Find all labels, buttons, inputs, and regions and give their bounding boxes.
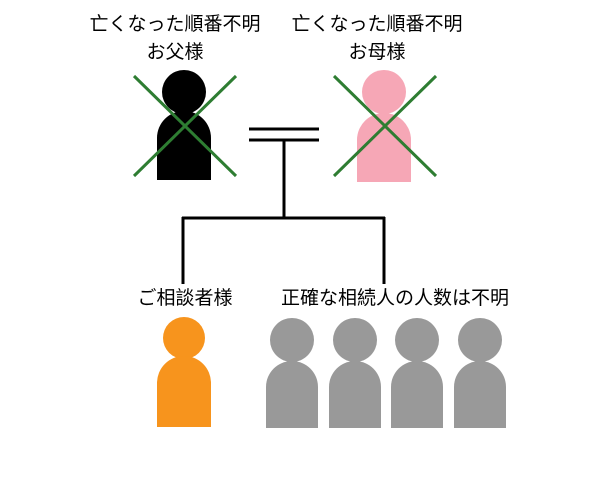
client-person-icon: [157, 317, 211, 427]
father-title-label: お父様: [146, 41, 204, 63]
sibling-person-icon: [266, 318, 318, 428]
father-figure: [132, 70, 238, 180]
sibling-person-icon: [329, 318, 381, 428]
siblings-title-label: 正確な相続人の人数は不明: [280, 287, 509, 309]
father-cross-mark-icon: [132, 74, 238, 178]
sibling-person-icon: [454, 318, 506, 428]
mother-figure: [332, 70, 438, 182]
marriage-double-line-icon: [249, 127, 319, 142]
father-person-icon: [157, 70, 211, 180]
descendant-connector: [181, 140, 386, 284]
siblings-group: [266, 318, 506, 428]
mother-title-label: お母様: [348, 41, 406, 63]
father-note-label: 亡くなった順番不明: [89, 13, 261, 35]
mother-note-label: 亡くなった順番不明: [291, 13, 463, 35]
mother-person-icon: [357, 70, 411, 182]
mother-cross-mark-icon: [332, 74, 438, 178]
sibling-person-icon: [391, 318, 443, 428]
client-title-label: ご相談者様: [137, 287, 233, 309]
